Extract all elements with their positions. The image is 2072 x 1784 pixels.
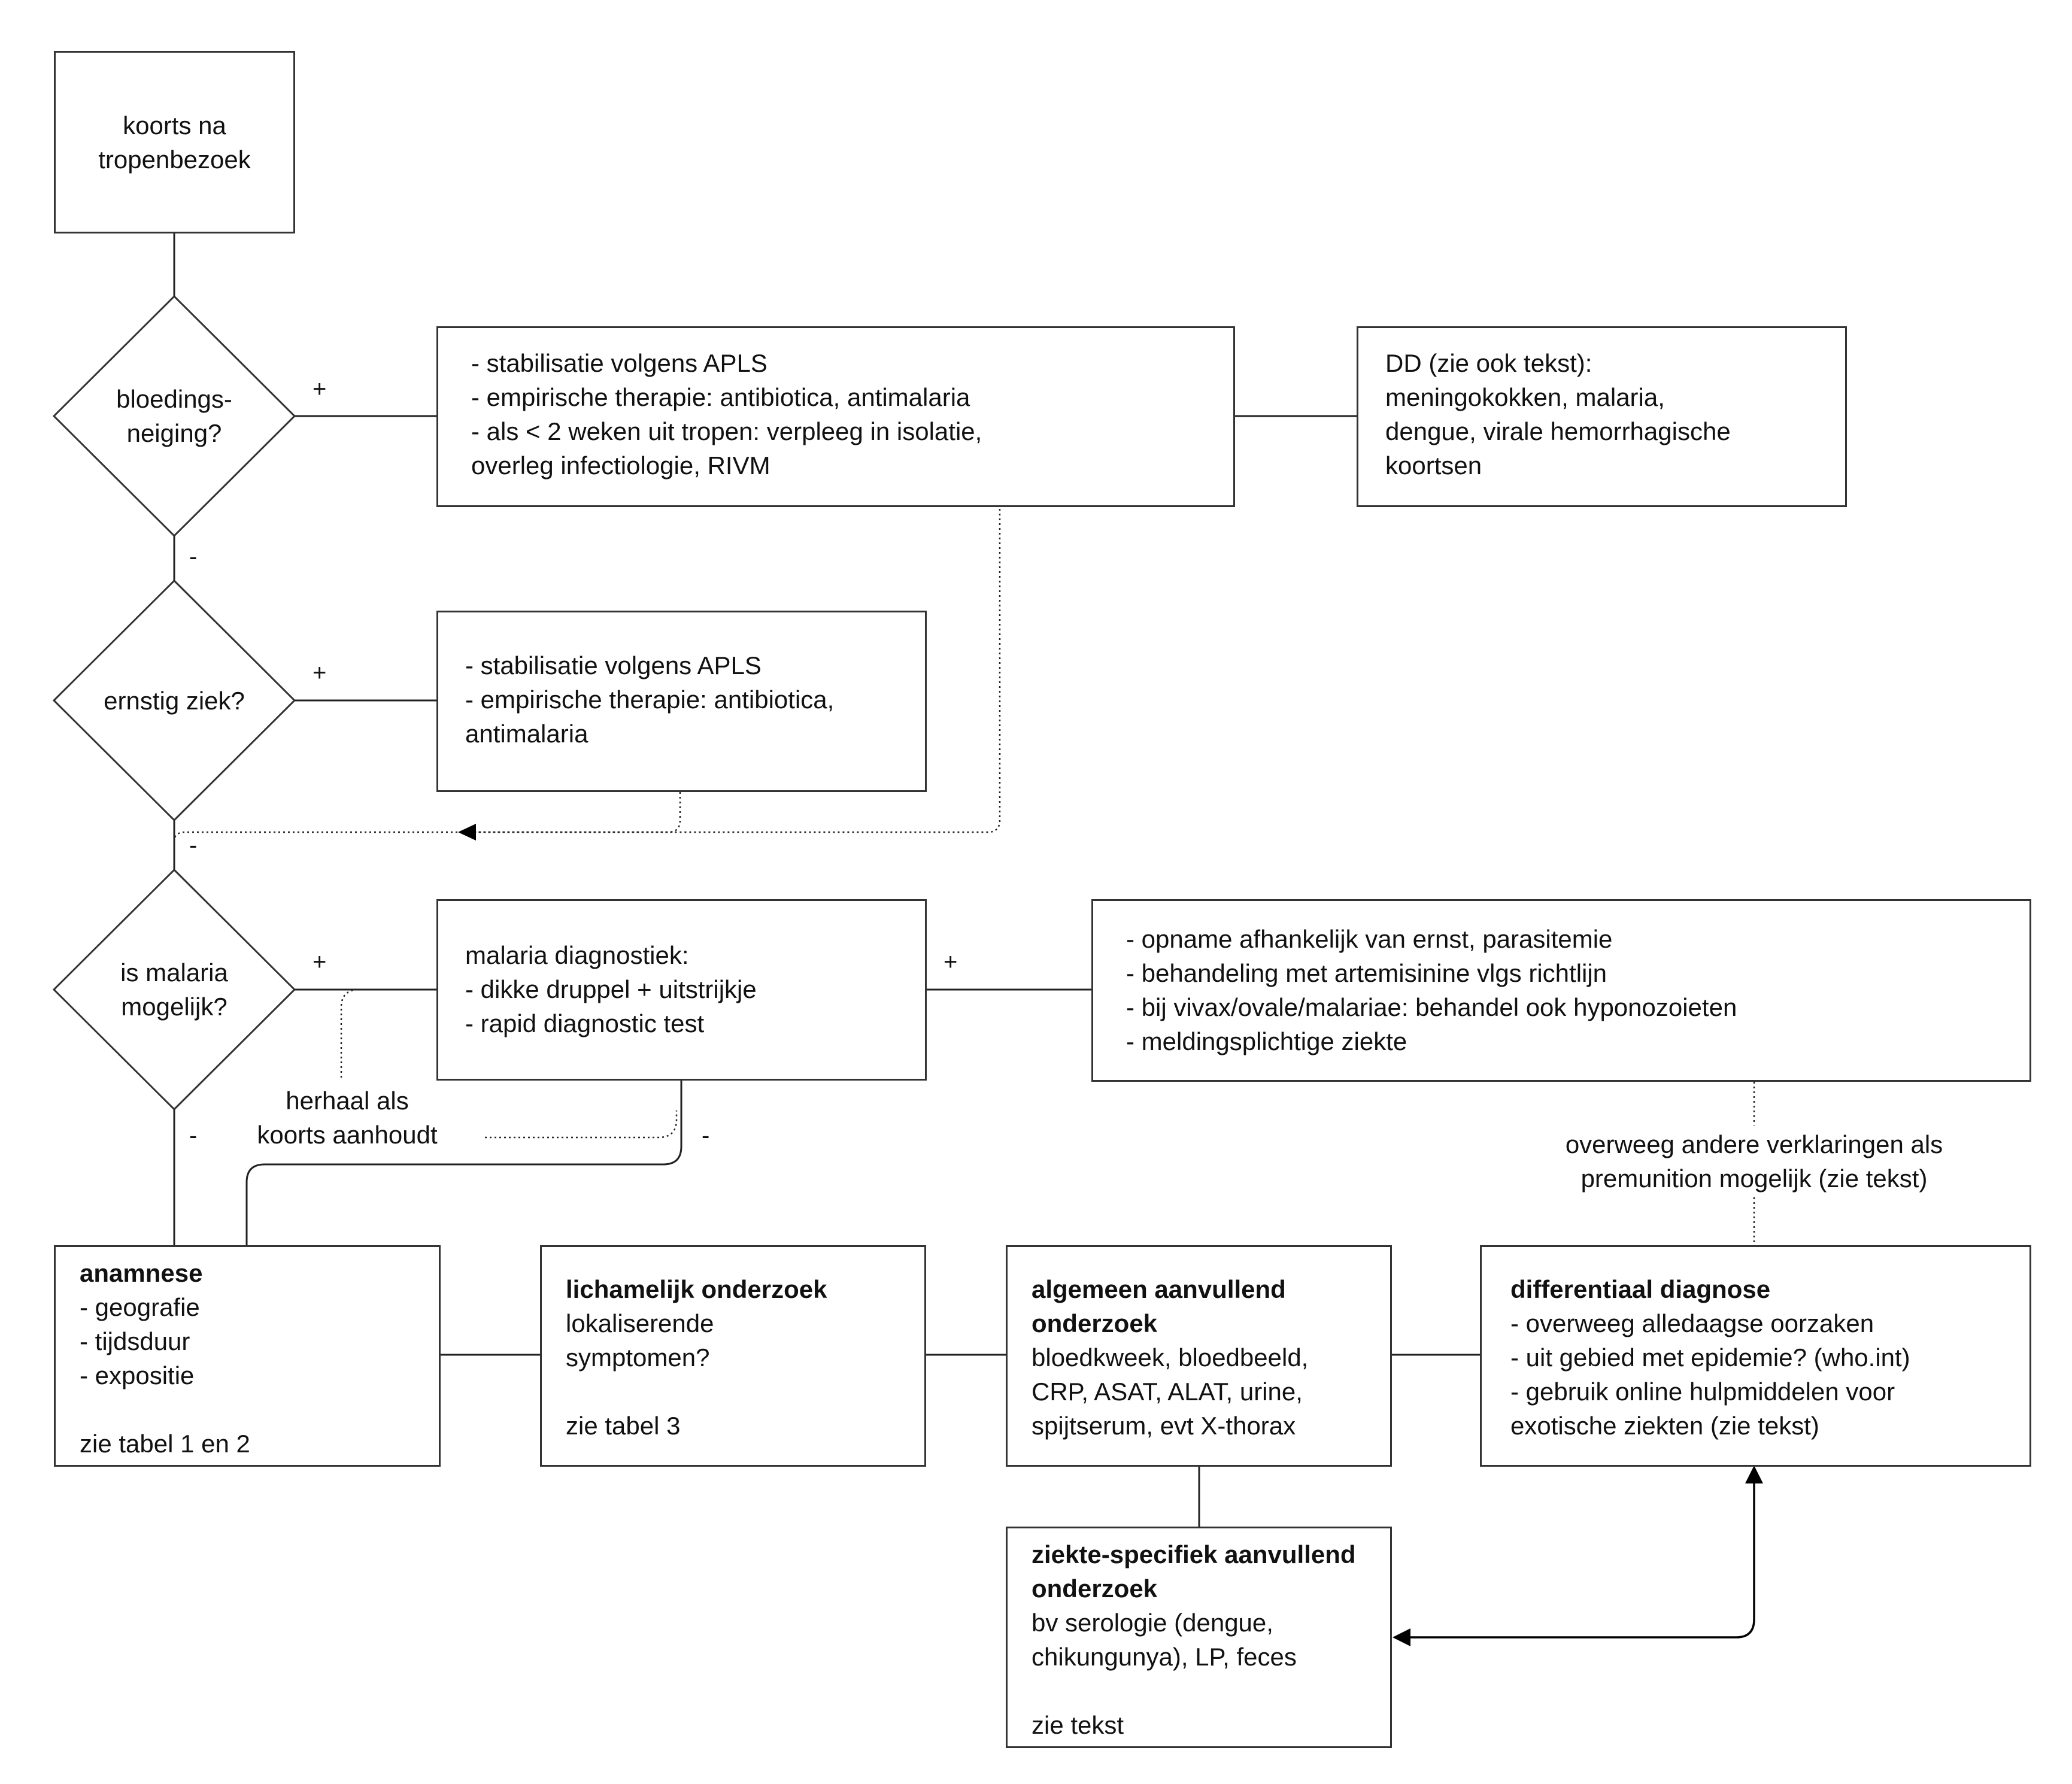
box-line: - expositie [80, 1361, 195, 1389]
box-line: symptomen? [566, 1343, 710, 1372]
lichamelijk-onderzoek-box: lichamelijk onderzoek lokaliserende symp… [540, 1245, 926, 1467]
anamnese-box: anamnese - geografie - tijdsduur - expos… [54, 1245, 441, 1467]
box-title: differentiaal diagnose [1510, 1275, 1771, 1303]
box-line: meningokokken, malaria, [1385, 383, 1665, 411]
box-line: zie tekst [1032, 1711, 1124, 1739]
box-line: malaria diagnostiek: [465, 941, 689, 969]
box-line: - gebruik online hulpmiddelen voor [1510, 1378, 1895, 1406]
box-line: - meldingsplichtige ziekte [1126, 1027, 1407, 1055]
box-line: bloedkweek, bloedbeeld, [1032, 1343, 1309, 1372]
box-title: lichamelijk onderzoek [566, 1275, 827, 1303]
premunition-note: overweeg andere verklaringen als premuni… [1497, 1127, 2012, 1196]
note-line: herhaal als [286, 1087, 409, 1115]
box-line: koortsen [1385, 451, 1482, 480]
box-line: - empirische therapie: antibiotica, [465, 685, 835, 714]
box-line [566, 1375, 900, 1409]
box-line [1032, 1674, 1366, 1708]
arrowhead-up [1745, 1466, 1763, 1483]
decision-text: mogelijk? [121, 993, 227, 1021]
decision-text: is malaria [120, 958, 228, 987]
start-box: koorts na tropenbezoek [54, 51, 295, 233]
decision-text: neiging? [126, 419, 222, 447]
box-line: CRP, ASAT, ALAT, urine, [1032, 1378, 1303, 1406]
start-box-line: koorts na [123, 111, 226, 139]
bleeding-action-box: - stabilisatie volgens APLS - empirische… [436, 326, 1235, 507]
dotted-severe-to-malaria [467, 792, 681, 833]
algemeen-aanvullend-box: algemeen aanvullend onderzoek bloedkweek… [1006, 1245, 1392, 1467]
note-line: premunition mogelijk (zie tekst) [1580, 1164, 1928, 1193]
box-line: - tijdsduur [80, 1327, 190, 1355]
box-line: - dikke druppel + uitstrijkje [465, 975, 757, 1003]
connector-diag-minus [245, 1081, 682, 1245]
box-line: - stabilisatie volgens APLS [471, 349, 767, 377]
minus-sign-malaria: - [189, 1122, 198, 1149]
connector-ziekte-differentiaal-arrow [1395, 1477, 1755, 1639]
box-line: antimalaria [465, 720, 588, 748]
decision-text: ernstig ziek? [104, 686, 245, 715]
differential-dd-box: DD (zie ook tekst): meningokokken, malar… [1357, 326, 1847, 507]
dotted-repeat-from-diag [485, 1111, 678, 1139]
box-line [80, 1392, 415, 1427]
decision-malaria-label: is malaria mogelijk? [78, 954, 271, 1026]
severe-action-box: - stabilisatie volgens APLS - empirische… [436, 611, 927, 792]
note-line: overweeg andere verklaringen als [1565, 1130, 1943, 1158]
box-title: anamnese [80, 1259, 203, 1287]
box-line: bv serologie (dengue, [1032, 1609, 1273, 1637]
plus-sign-severe: + [313, 660, 327, 686]
box-line: chikungunya), LP, feces [1032, 1643, 1297, 1671]
box-line: dengue, virale hemorrhagische [1385, 417, 1731, 445]
box-line: - stabilisatie volgens APLS [465, 651, 762, 679]
arrowhead-dotted-merge [458, 824, 476, 841]
box-line: - als < 2 weken uit tropen: verpleeg in … [471, 417, 982, 445]
box-line: spijtserum, evt X-thorax [1032, 1412, 1296, 1440]
box-line: overleg infectiologie, RIVM [471, 451, 770, 480]
arrowhead-left [1393, 1628, 1410, 1646]
decision-bleeding-label: bloedings- neiging? [78, 380, 271, 452]
box-line: exotische ziekten (zie tekst) [1510, 1412, 1819, 1440]
minus-sign-bleeding: - [189, 544, 198, 570]
minus-sign-diag: - [702, 1122, 710, 1149]
box-line: zie tabel 1 en 2 [80, 1430, 250, 1458]
box-line: - rapid diagnostic test [465, 1009, 705, 1037]
malaria-treatment-box: - opname afhankelijk van ernst, parasite… [1091, 899, 2031, 1082]
minus-sign-severe: - [189, 832, 198, 858]
box-line: - overweeg alledaagse oorzaken [1510, 1309, 1874, 1337]
dotted-repeat-up [340, 988, 360, 1078]
box-line: - geografie [80, 1293, 200, 1321]
box-line: - uit gebied met epidemie? (who.int) [1510, 1343, 1910, 1372]
decision-severe-label: ernstig ziek? [78, 682, 271, 718]
plus-sign-diag: + [944, 949, 958, 975]
note-line: koorts aanhoudt [257, 1121, 438, 1149]
box-title: ziekte-specifiek aanvullend onderzoek [1032, 1540, 1356, 1603]
box-line: - empirische therapie: antibiotica, anti… [471, 383, 970, 411]
decision-text: bloedings- [116, 385, 232, 413]
box-line: DD (zie ook tekst): [1385, 349, 1592, 377]
plus-sign-bleeding: + [313, 376, 327, 402]
malaria-diagnostics-box: malaria diagnostiek: - dikke druppel + u… [436, 899, 927, 1081]
dotted-bleeding-to-malaria [467, 509, 1001, 833]
repeat-note: herhaal als koorts aanhoudt [227, 1084, 467, 1152]
plus-sign-malaria: + [313, 949, 327, 975]
differentiaal-diagnose-box: differentiaal diagnose - overweeg alleda… [1480, 1245, 2031, 1467]
box-line: - behandeling met artemisinine vlgs rich… [1126, 959, 1607, 987]
box-line: lokaliserende [566, 1309, 714, 1337]
ziekte-specifiek-box: ziekte-specifiek aanvullend onderzoek bv… [1006, 1527, 1392, 1748]
box-title: algemeen aanvullend onderzoek [1032, 1275, 1286, 1337]
box-line: - bij vivax/ovale/malariae: behandel ook… [1126, 993, 1737, 1021]
start-box-line: tropenbezoek [98, 145, 251, 174]
box-line: - opname afhankelijk van ernst, parasite… [1126, 925, 1613, 953]
dotted-merge-to-minus [173, 831, 467, 842]
box-line: zie tabel 3 [566, 1412, 681, 1440]
